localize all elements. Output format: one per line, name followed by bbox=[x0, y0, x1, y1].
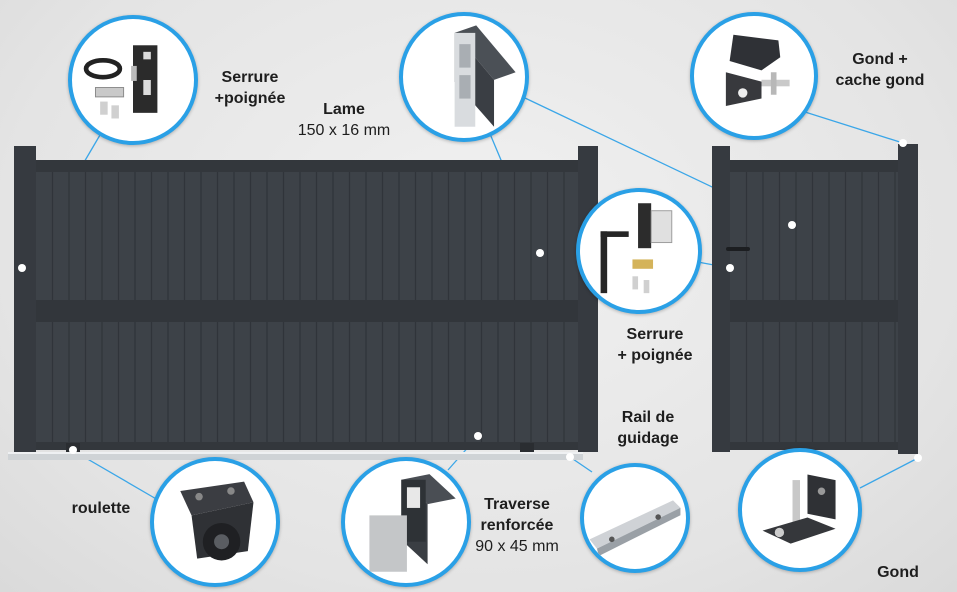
traverse-marker bbox=[474, 432, 482, 440]
guide-rail-icon bbox=[589, 500, 681, 557]
door-handle bbox=[726, 247, 750, 251]
lame-circle bbox=[399, 12, 529, 142]
sliding-gate bbox=[14, 146, 598, 461]
lock-set-circle bbox=[68, 15, 198, 145]
ground-rail bbox=[8, 452, 583, 460]
roller-circle bbox=[150, 457, 280, 587]
lock-marker bbox=[18, 264, 26, 272]
hinge-circle bbox=[738, 448, 862, 572]
hinge-cover-circle bbox=[690, 12, 818, 140]
label-serrure-left: Serrure+poignée bbox=[214, 69, 286, 107]
slat-profile-icon bbox=[454, 25, 516, 127]
label-serrure-right: Serrure+ poignée bbox=[617, 326, 693, 364]
hinge-icon bbox=[762, 474, 836, 544]
roller-marker bbox=[69, 446, 77, 454]
hinge-cover-icon bbox=[725, 34, 790, 106]
crossbar-profile-icon bbox=[369, 474, 456, 572]
lock-handle-icon bbox=[600, 203, 673, 294]
crossbar-circle bbox=[341, 457, 471, 587]
rail-marker bbox=[566, 453, 574, 461]
pedestrian-gate bbox=[712, 139, 922, 462]
label-roulette: roulette bbox=[71, 500, 131, 517]
rail-circle bbox=[580, 463, 690, 573]
mortise-lock-icon bbox=[83, 45, 158, 119]
label-gond-cache: Gond +cache gond bbox=[835, 51, 925, 89]
lock-handle-circle bbox=[576, 188, 702, 314]
roller-icon bbox=[180, 481, 254, 561]
label-gond: Gond bbox=[877, 564, 919, 581]
lame-marker bbox=[536, 249, 544, 257]
